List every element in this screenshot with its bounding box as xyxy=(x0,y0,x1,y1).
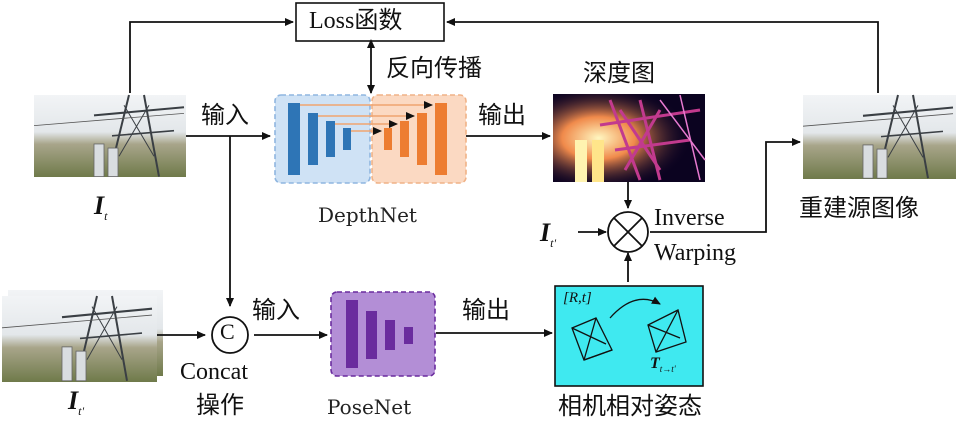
camera-pose-label: 相机相对姿态 xyxy=(558,392,702,420)
depthnet-decoder xyxy=(371,94,467,184)
depthnet-label: DepthNet xyxy=(318,203,417,227)
camera-pose-box xyxy=(554,285,704,387)
posenet-block xyxy=(330,291,436,377)
backprop-label: 反向传播 xyxy=(386,54,482,82)
transform-label: Tt→t' xyxy=(650,355,676,375)
input-label-bottom: 输入 xyxy=(252,296,300,324)
loss-label: Loss函数 xyxy=(309,8,403,34)
warp-label-line2: Warping xyxy=(654,240,737,266)
source-frame-label: It' xyxy=(68,386,85,419)
rt-label: [R,t] xyxy=(563,290,592,306)
target-frame-label: It xyxy=(94,191,108,224)
input-label-top: 输入 xyxy=(201,101,249,129)
warp-label-line1: Inverse xyxy=(654,205,725,231)
depth-map-image xyxy=(553,94,706,182)
depthnet-encoder xyxy=(274,94,371,184)
posenet-label: PoseNet xyxy=(327,395,412,419)
concat-label-line2: 操作 xyxy=(196,391,244,419)
source-frame-photo xyxy=(0,290,163,382)
inverse-warp-node xyxy=(607,211,649,253)
output-label-bottom: 输出 xyxy=(462,296,510,324)
depth-map-label: 深度图 xyxy=(583,59,655,87)
target-frame-photo xyxy=(32,93,186,178)
skip-connections xyxy=(300,101,433,135)
reconstructed-label: 重建源图像 xyxy=(799,194,919,222)
concat-node xyxy=(211,316,249,354)
reconstructed-photo xyxy=(801,93,956,180)
concat-label-line1: Concat xyxy=(180,359,248,385)
connectors xyxy=(129,18,879,339)
output-label-top: 输出 xyxy=(478,101,526,129)
source-frame-warp-label: It' xyxy=(540,218,557,251)
concat-symbol: C xyxy=(220,319,235,344)
